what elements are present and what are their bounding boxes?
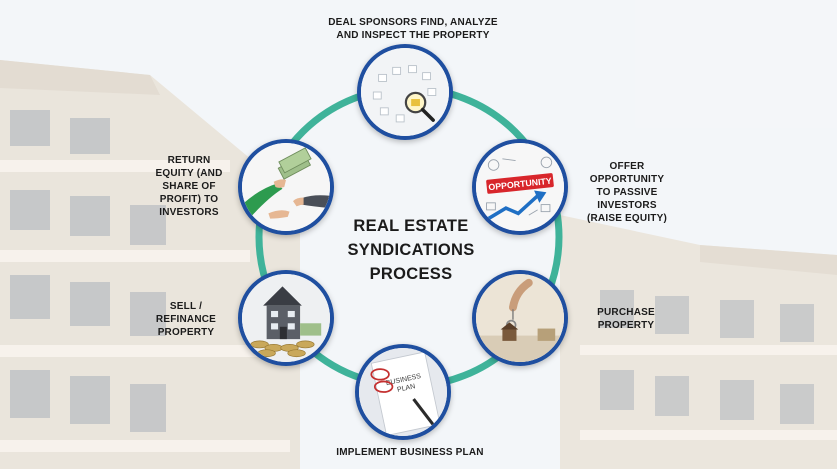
step-4-image: BUSINESS PLAN [355, 344, 451, 440]
step-1-image [357, 44, 453, 140]
step-6-label: RETURN EQUITY (AND SHARE OF PROFIT) TO I… [148, 154, 230, 219]
step-2-label-line-2: OPPORTUNITY [589, 174, 665, 185]
diagram-title-line-3: PROCESS [369, 265, 453, 283]
step-6-label-line-2: EQUITY (AND [155, 168, 223, 179]
step-4-label-line-1: IMPLEMENT BUSINESS PLAN [336, 447, 484, 458]
step-2-label-line-3: TO PASSIVE [596, 187, 658, 198]
business-plan-line-2: PLAN [397, 383, 416, 394]
diagram-title-line-1: REAL ESTATE [353, 217, 469, 235]
step-3-label: PURCHASE PROPERTY [586, 306, 666, 332]
step-5-label-line-3: PROPERTY [157, 327, 215, 338]
step-5-label-line-2: REFINANCE [155, 314, 217, 325]
step-4-label: IMPLEMENT BUSINESS PLAN [300, 446, 520, 459]
step-3-label-line-2: PROPERTY [597, 320, 655, 331]
step-6-label-line-5: INVESTORS [159, 207, 219, 218]
step-5-label-line-1: SELL / [169, 301, 203, 312]
step-2-label: OFFER OPPORTUNITY TO PASSIVE INVESTORS (… [578, 160, 676, 225]
diagram-title-line-2: SYNDICATIONS [347, 241, 475, 259]
step-3-label-line-1: PURCHASE [597, 307, 655, 318]
house-coins-icon [242, 274, 330, 362]
step-6-image [238, 139, 334, 235]
step-1-label-line-1: DEAL SPONSORS FIND, ANALYZE [328, 17, 498, 28]
step-1-label-line-2: AND INSPECT THE PROPERTY [336, 30, 490, 41]
house-keys-icon [476, 274, 564, 362]
diagram-title: REAL ESTATE SYNDICATIONS PROCESS [325, 214, 497, 286]
business-plan-icon: BUSINESS PLAN [359, 348, 447, 436]
step-6-label-line-3: SHARE OF [162, 181, 216, 192]
cash-handover-icon [242, 143, 330, 231]
step-1-label: DEAL SPONSORS FIND, ANALYZE AND INSPECT … [308, 16, 518, 42]
houses-magnifier-icon [361, 48, 449, 136]
step-6-label-line-1: RETURN [167, 155, 211, 166]
step-5-image [238, 270, 334, 366]
step-2-label-line-4: INVESTORS [597, 200, 657, 211]
step-2-image: OPPORTUNITY [472, 139, 568, 235]
step-2-label-line-1: OFFER [609, 161, 645, 172]
step-5-label: SELL / REFINANCE PROPERTY [148, 300, 224, 339]
opportunity-chart-icon: OPPORTUNITY [476, 143, 564, 231]
step-3-image [472, 270, 568, 366]
step-2-label-line-5: (RAISE EQUITY) [586, 213, 668, 224]
step-6-label-line-4: PROFIT) TO [159, 194, 219, 205]
